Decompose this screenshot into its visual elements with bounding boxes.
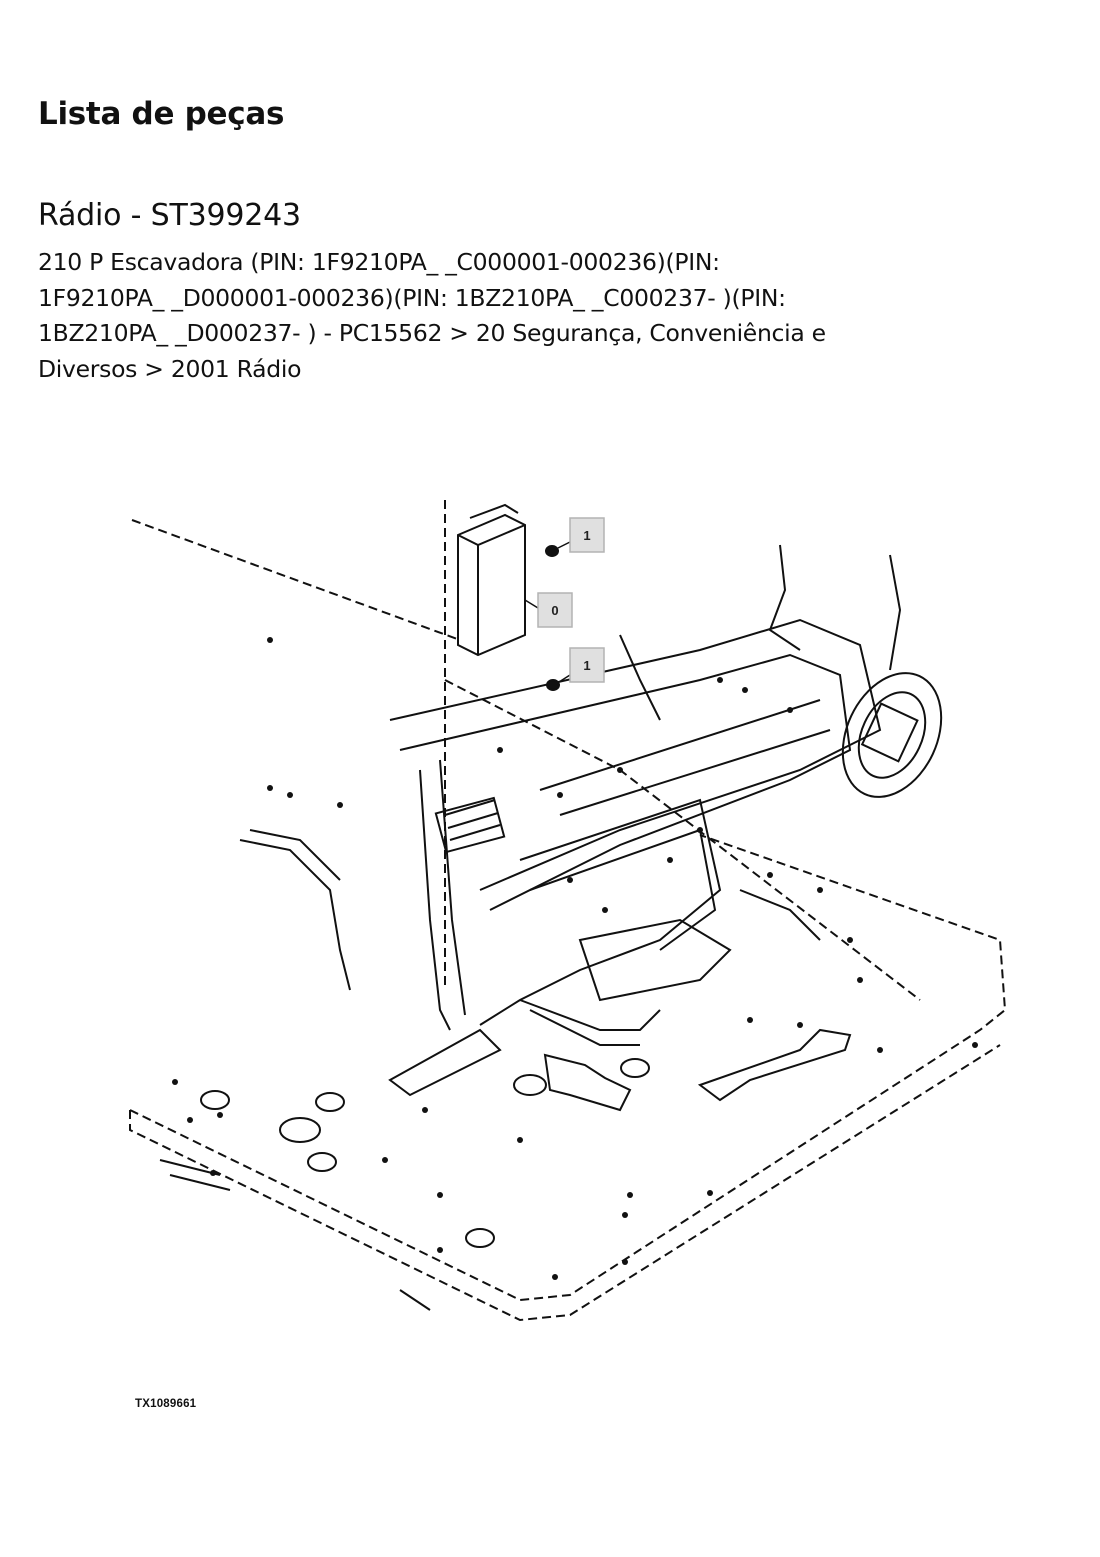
callout-1-bottom[interactable]: 1	[569, 647, 605, 683]
breadcrumb: 210 P Escavadora (PIN: 1F9210PA_ _C00000…	[38, 248, 826, 383]
bolt-markers	[172, 637, 978, 1280]
page-title: Lista de peças	[38, 96, 285, 132]
leader-lines	[524, 541, 571, 683]
cab-frame	[239, 544, 943, 1097]
svg-text:1: 1	[583, 658, 590, 673]
svg-text:1: 1	[583, 528, 590, 543]
callout-1-top[interactable]: 1	[569, 517, 605, 553]
radio-unit	[457, 503, 526, 657]
svg-text:0: 0	[551, 603, 558, 618]
floor-holes	[159, 1028, 852, 1311]
parts-diagram: 1 0 1	[129, 500, 1007, 1322]
part-title: Rádio - ST399243	[38, 198, 301, 233]
screw-parts	[545, 545, 560, 691]
callout-0[interactable]: 0	[537, 592, 573, 628]
figure-id: TX1089661	[135, 1398, 197, 1410]
base-plate-outline	[129, 519, 1007, 1302]
